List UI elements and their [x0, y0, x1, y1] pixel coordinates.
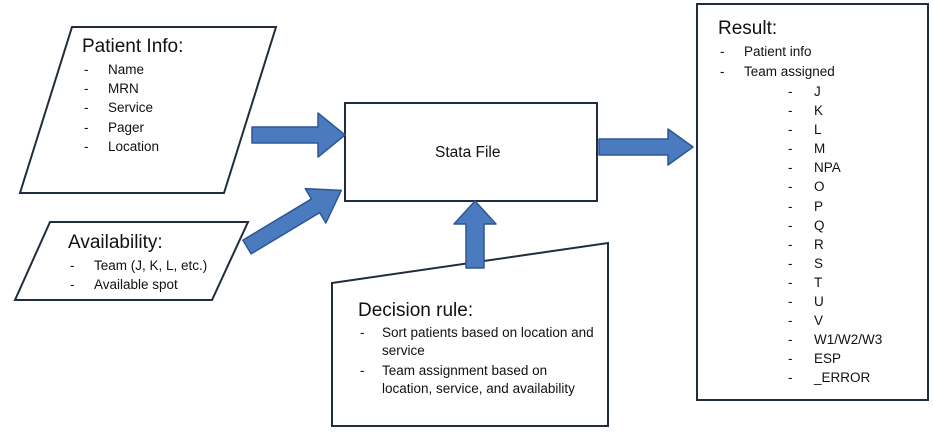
list-item: Service [82, 98, 242, 117]
arrow-decision-to-stata [453, 200, 497, 269]
list-item: Patient info [718, 42, 918, 62]
list-item: Pager [82, 118, 242, 137]
patient-info-title: Patient Info: [82, 36, 184, 57]
list-item: Name [82, 60, 242, 79]
arrow-patient-to-stata [251, 112, 346, 158]
team-item: T [718, 273, 918, 292]
team-item: Q [718, 216, 918, 235]
team-item: M [718, 139, 918, 158]
decision-rule-title: Decision rule: [358, 300, 474, 321]
list-item: Location [82, 137, 242, 156]
team-item: K [718, 101, 918, 120]
list-item: Team (J, K, L, etc.) [68, 256, 238, 275]
team-item: ESP [718, 349, 918, 368]
list-item: Sort patients based on location and serv… [358, 324, 598, 360]
stata-file-box [344, 102, 598, 202]
result-block: Result: Patient info Team assigned J K L… [718, 18, 918, 388]
list-item: Team assignment based on location, servi… [358, 362, 598, 398]
team-item: R [718, 235, 918, 254]
availability-block: Availability: Team (J, K, L, etc.) Avail… [68, 232, 238, 295]
team-item: NPA [718, 158, 918, 177]
arrow-stata-to-result [598, 128, 694, 166]
patient-info-list: Name MRN Service Pager Location [82, 60, 242, 156]
team-item: U [718, 292, 918, 311]
list-item: Available spot [68, 275, 238, 294]
team-item: S [718, 254, 918, 273]
team-item: _ERROR [718, 368, 918, 387]
team-list: J K L M NPA O P Q R S T U V W1/W2/W3 ESP… [718, 82, 918, 388]
team-item: P [718, 197, 918, 216]
availability-title: Availability: [68, 232, 163, 253]
patient-info-block: Patient Info: Name MRN Service Pager Loc… [82, 36, 242, 156]
list-item: MRN [82, 79, 242, 98]
result-list: Patient info Team assigned [718, 42, 918, 82]
decision-rule-list: Sort patients based on location and serv… [358, 324, 598, 398]
team-item: V [718, 311, 918, 330]
arrow-availability-to-stata [242, 187, 343, 255]
team-item: L [718, 120, 918, 139]
team-item: W1/W2/W3 [718, 330, 918, 349]
result-title: Result: [718, 18, 778, 39]
list-item: Team assigned [718, 62, 918, 82]
stata-file-label: Stata File [435, 144, 501, 161]
team-item: O [718, 177, 918, 196]
decision-rule-block: Decision rule: Sort patients based on lo… [358, 300, 598, 398]
team-item: J [718, 82, 918, 101]
availability-list: Team (J, K, L, etc.) Available spot [68, 256, 238, 295]
